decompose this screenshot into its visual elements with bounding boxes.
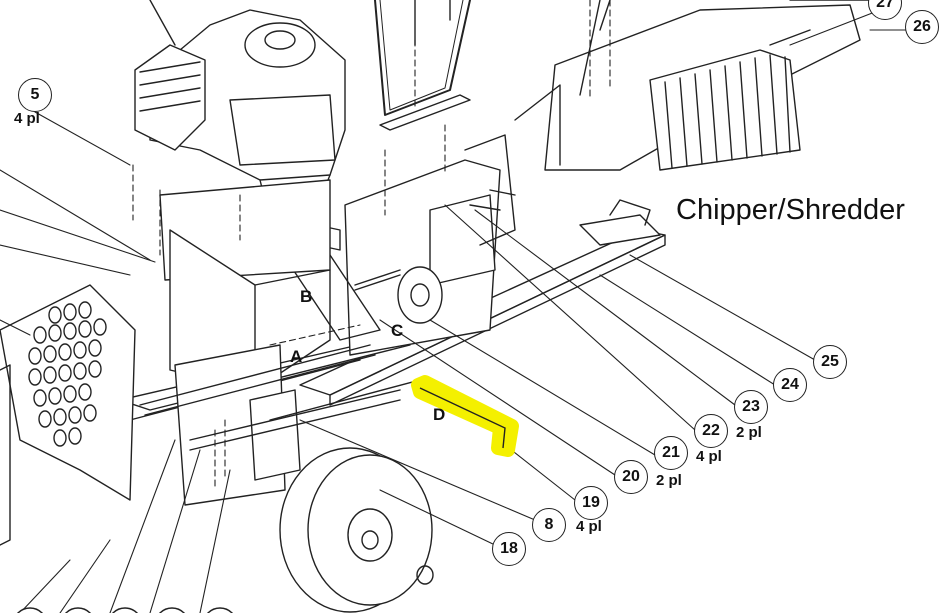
- callout-5: 5: [18, 78, 52, 112]
- label-c: C: [391, 321, 404, 340]
- leader-lines: [0, 9, 921, 613]
- callout-19: 19: [574, 486, 608, 520]
- callout-20: 20: [614, 460, 648, 494]
- callout-number: 22: [702, 422, 720, 439]
- callout-23: 23: [734, 390, 768, 424]
- callout-21: 21: [654, 436, 688, 470]
- callout-number: 26: [913, 18, 931, 35]
- callout-8: 8: [532, 508, 566, 542]
- qty-20: 2 pl: [656, 472, 682, 489]
- qty-5: 4 pl: [14, 110, 40, 127]
- callout-number: 18: [500, 540, 518, 557]
- qty-21: 4 pl: [696, 448, 722, 465]
- label-d: D: [433, 405, 446, 424]
- callout-number: 5: [30, 86, 40, 103]
- highlighted-part-d: [411, 375, 519, 457]
- callout-22: 22: [694, 414, 728, 448]
- callout-number: 23: [742, 398, 760, 415]
- callout-number: 21: [662, 444, 680, 461]
- frame-body: [159, 179, 341, 506]
- callout-number: 24: [781, 376, 799, 393]
- callout-26: 26: [905, 10, 939, 44]
- discharge-screen: [0, 284, 136, 546]
- qty-19: 4 pl: [576, 518, 602, 535]
- engine-drawing: [134, 0, 346, 201]
- callout-18: 18: [492, 532, 526, 566]
- callout-number: 20: [622, 468, 640, 485]
- callout-number: 25: [821, 353, 839, 370]
- diagram-title: Chipper/Shredder: [676, 194, 905, 226]
- callout-number: 27: [876, 0, 894, 11]
- assembly-lines: [132, 0, 611, 491]
- callout-24: 24: [773, 368, 807, 402]
- qty-22: 2 pl: [736, 424, 762, 441]
- label-b: B: [300, 287, 313, 306]
- chute-bracket: [374, 0, 471, 131]
- hopper-drawing: [514, 0, 881, 171]
- callout-number: 8: [544, 516, 554, 533]
- label-a: A: [290, 347, 303, 366]
- partial-callouts: [16, 607, 234, 613]
- callout-number: 19: [582, 494, 600, 511]
- wheel-drawing: [279, 447, 434, 613]
- chipper-housing: [289, 134, 516, 356]
- callout-25: 25: [813, 345, 847, 379]
